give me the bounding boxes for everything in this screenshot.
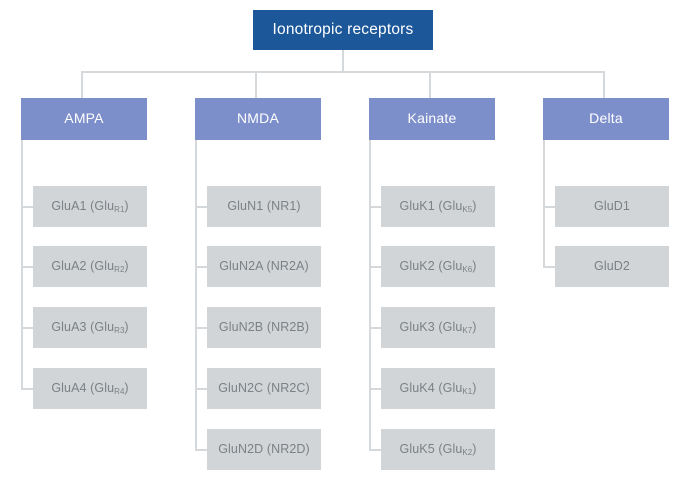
node-leaf-kainate-1[interactable]: GluK1 (GluK5) <box>381 186 495 227</box>
node-leaf-ampa-3[interactable]: GluA3 (GluR3) <box>33 307 147 348</box>
node-leaf-kainate-3[interactable]: GluK3 (GluK7) <box>381 307 495 348</box>
node-leaf-kainate-4[interactable]: GluK4 (GluK1) <box>381 368 495 409</box>
rail-kainate <box>369 140 371 450</box>
node-category-kainate-label: Kainate <box>407 110 457 127</box>
stub-ampa-1 <box>21 206 33 208</box>
stub-nmda-3 <box>195 327 207 329</box>
node-leaf-kainate-3-label: GluK3 (GluK7) <box>399 319 477 335</box>
node-leaf-kainate-4-label: GluK4 (GluK1) <box>399 380 477 396</box>
node-leaf-delta-1[interactable]: GluD1 <box>555 186 669 227</box>
node-leaf-nmda-4-label: GluN2C (NR2C) <box>218 380 310 395</box>
node-leaf-ampa-2-label: GluA2 (GluR2) <box>51 258 129 274</box>
connector-bus-drop-ampa <box>81 71 83 98</box>
stub-nmda-1 <box>195 206 207 208</box>
node-category-nmda[interactable]: NMDA <box>195 98 321 140</box>
node-leaf-nmda-3[interactable]: GluN2B (NR2B) <box>207 307 321 348</box>
node-category-ampa[interactable]: AMPA <box>21 98 147 140</box>
node-leaf-nmda-5-label: GluN2D (NR2D) <box>218 441 310 456</box>
node-root[interactable]: Ionotropic receptors <box>253 10 433 50</box>
node-leaf-nmda-3-label: GluN2B (NR2B) <box>218 319 310 334</box>
node-leaf-kainate-1-label: GluK1 (GluK5) <box>399 198 477 214</box>
stub-nmda-2 <box>195 266 207 268</box>
node-category-delta-label: Delta <box>589 110 623 127</box>
stub-delta-2 <box>543 266 555 268</box>
node-leaf-delta-1-label: GluD1 <box>594 198 630 213</box>
stub-kainate-5 <box>369 449 381 451</box>
node-leaf-ampa-1[interactable]: GluA1 (GluR1) <box>33 186 147 227</box>
rail-delta <box>543 140 545 267</box>
node-leaf-nmda-4[interactable]: GluN2C (NR2C) <box>207 368 321 409</box>
connector-bus-drop-nmda <box>255 71 257 98</box>
node-leaf-ampa-2[interactable]: GluA2 (GluR2) <box>33 246 147 287</box>
node-category-delta[interactable]: Delta <box>543 98 669 140</box>
stub-ampa-3 <box>21 327 33 329</box>
node-leaf-kainate-2-label: GluK2 (GluK6) <box>399 258 477 274</box>
node-leaf-ampa-3-label: GluA3 (GluR3) <box>51 319 129 335</box>
node-leaf-ampa-4-label: GluA4 (GluR4) <box>51 380 129 396</box>
node-leaf-ampa-1-label: GluA1 (GluR1) <box>51 198 129 214</box>
connector-root-drop <box>342 50 344 72</box>
node-category-nmda-label: NMDA <box>236 110 280 127</box>
stub-ampa-2 <box>21 266 33 268</box>
node-leaf-kainate-2[interactable]: GluK2 (GluK6) <box>381 246 495 287</box>
stub-kainate-1 <box>369 206 381 208</box>
rail-ampa <box>21 140 23 388</box>
node-leaf-delta-2[interactable]: GluD2 <box>555 246 669 287</box>
node-leaf-kainate-5[interactable]: GluK5 (GluK2) <box>381 429 495 470</box>
node-leaf-ampa-4[interactable]: GluA4 (GluR4) <box>33 368 147 409</box>
node-leaf-nmda-2[interactable]: GluN2A (NR2A) <box>207 246 321 287</box>
node-category-kainate[interactable]: Kainate <box>369 98 495 140</box>
rail-nmda <box>195 140 197 450</box>
node-leaf-nmda-2-label: GluN2A (NR2A) <box>219 258 309 273</box>
connector-bus-horizontal <box>81 71 603 73</box>
stub-ampa-4 <box>21 388 33 390</box>
stub-kainate-3 <box>369 327 381 329</box>
stub-nmda-5 <box>195 449 207 451</box>
node-root-label: Ionotropic receptors <box>272 21 414 39</box>
connector-bus-drop-delta <box>603 71 605 98</box>
node-leaf-nmda-1-label: GluN1 (NR1) <box>227 198 301 213</box>
node-leaf-delta-2-label: GluD2 <box>594 258 630 273</box>
node-category-ampa-label: AMPA <box>64 110 104 127</box>
connector-bus-drop-kainate <box>429 71 431 98</box>
node-leaf-kainate-5-label: GluK5 (GluK2) <box>399 441 477 457</box>
stub-kainate-2 <box>369 266 381 268</box>
stub-kainate-4 <box>369 388 381 390</box>
stub-nmda-4 <box>195 388 207 390</box>
node-leaf-nmda-5[interactable]: GluN2D (NR2D) <box>207 429 321 470</box>
stub-delta-1 <box>543 206 555 208</box>
node-leaf-nmda-1[interactable]: GluN1 (NR1) <box>207 186 321 227</box>
